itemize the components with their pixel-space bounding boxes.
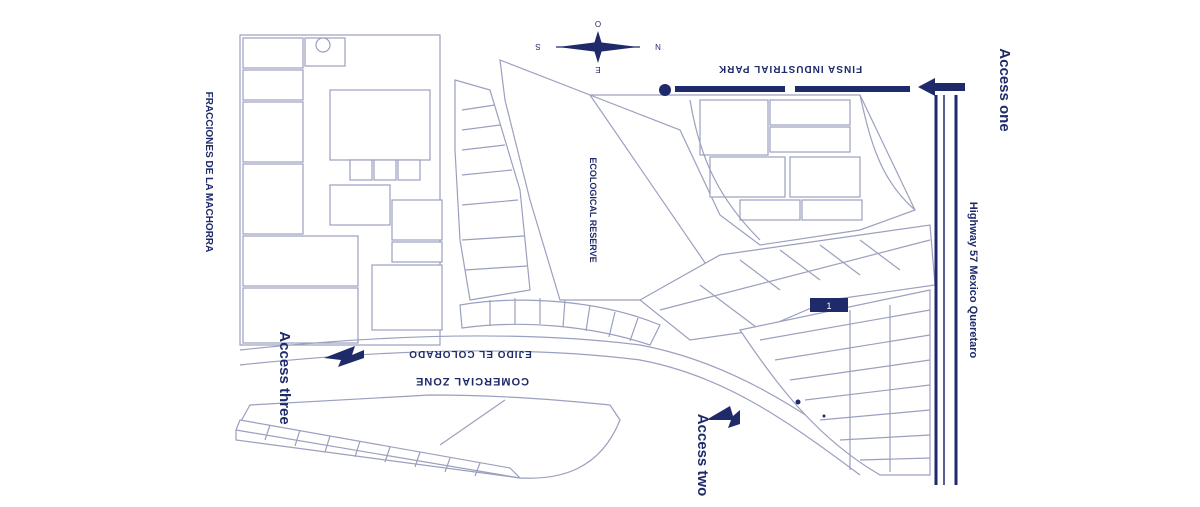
- comercial-zone-label: COMERCIAL ZONE: [415, 375, 529, 387]
- ecological-reserve-label: ECOLOGICAL RESERVE: [588, 157, 598, 262]
- lower-right-block: [739, 289, 931, 476]
- entrance-road-segment: [675, 86, 785, 92]
- lot: [391, 199, 443, 241]
- finsa-internal-road: [689, 99, 761, 241]
- entrance-road-segment: [795, 86, 910, 92]
- lot: [397, 159, 421, 181]
- ejido-road-upper: [239, 335, 871, 461]
- lot: [242, 287, 359, 344]
- lot: [801, 199, 863, 221]
- access-two-arrow: [706, 406, 740, 428]
- lot: [699, 99, 769, 156]
- access-one-arrow: [918, 78, 965, 96]
- finsa-park-label: FINSA INDUSTRIAL PARK: [718, 63, 862, 74]
- lower-right-lots-group: [739, 289, 931, 476]
- comercial-zone-area: [235, 394, 621, 479]
- lot: [739, 199, 801, 221]
- fracciones-label: FRACCIONES DE LA MACHORRA: [203, 92, 214, 253]
- ejido-road-label: EJIDO EL COLORADO: [408, 348, 532, 359]
- lot: [242, 235, 359, 287]
- compass-e: E: [595, 65, 600, 74]
- center-strip: [454, 79, 531, 301]
- center-lots-group: [454, 59, 711, 301]
- comercial-lot-strip: [235, 419, 522, 479]
- lot: [769, 99, 851, 126]
- mid-right-block: [638, 224, 936, 341]
- lot-1-marker: [810, 298, 848, 312]
- access-three-label: Access three: [276, 331, 293, 424]
- compass-rose: O N S E: [535, 19, 661, 74]
- lot: [242, 163, 304, 235]
- compass-o: O: [595, 19, 601, 28]
- access-one-label: Access one: [996, 48, 1013, 131]
- ejido-lots-group: [459, 298, 661, 346]
- access-three-arrow: [324, 346, 364, 367]
- lot: [373, 159, 397, 181]
- lot: [789, 156, 861, 198]
- lot: [329, 89, 431, 161]
- lot: [242, 37, 304, 69]
- access-two-label: Access two: [694, 414, 711, 497]
- lot: [391, 241, 443, 263]
- lot: [242, 69, 304, 101]
- entrance-roundabout: [659, 84, 671, 96]
- left-lots-group: [239, 34, 443, 346]
- highway-label: Highway 57 Mexico Queretaro: [967, 202, 979, 359]
- lot: [371, 264, 443, 331]
- lot: [709, 156, 786, 198]
- point-marker: [795, 399, 801, 405]
- mid-right-lots-group: [638, 224, 936, 341]
- compass-n: N: [655, 42, 661, 51]
- roundabout: [315, 37, 331, 53]
- lot: [329, 184, 391, 226]
- finsa-lots-group: [589, 94, 916, 246]
- lot: [242, 101, 304, 163]
- point-marker: [822, 414, 826, 418]
- comercial-zone-group: [235, 394, 621, 479]
- ecological-reserve-area: [499, 59, 711, 301]
- lot: [349, 159, 373, 181]
- lot-1-number: 1: [826, 301, 831, 311]
- finsa-east-road: [859, 94, 916, 211]
- compass-star-vertical: [593, 31, 603, 63]
- lot: [769, 126, 851, 153]
- compass-s: S: [535, 42, 540, 51]
